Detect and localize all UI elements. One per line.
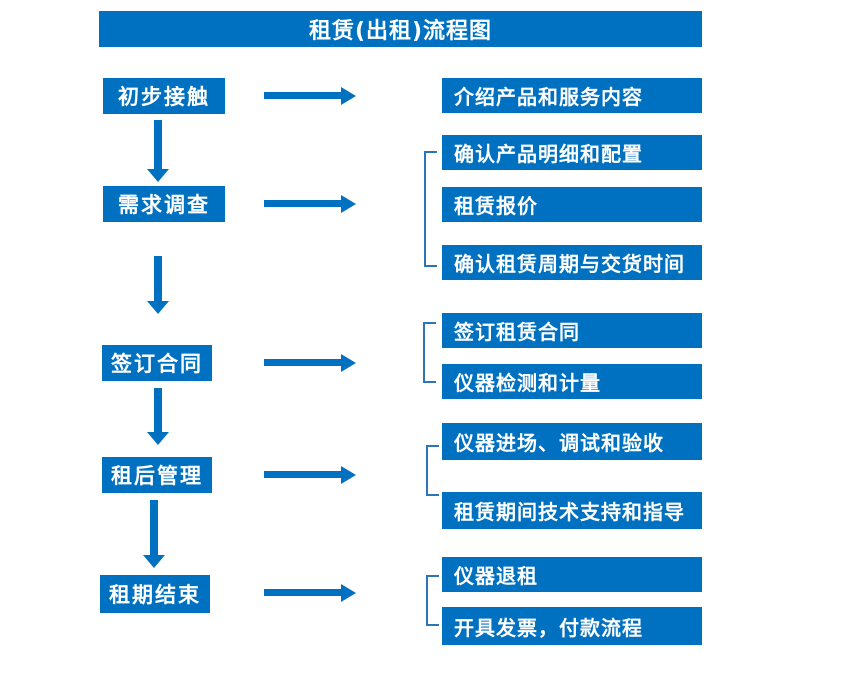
down-arrow-head [147, 301, 169, 314]
group-bracket-rental-end [426, 575, 439, 626]
right-arrow-head [341, 466, 356, 484]
group-bracket-sign-contract [423, 322, 436, 383]
step-box-rental-end: 租期结束 [100, 575, 210, 613]
output-box-instrument-entry-acceptance: 仪器进场、调试和验收 [442, 423, 702, 460]
down-arrow-shaft [154, 120, 162, 169]
output-box-confirm-rental-period: 确认租赁周期与交货时间 [442, 245, 702, 280]
right-arrow-icon [264, 354, 356, 372]
output-box-instrument-return: 仪器退租 [442, 557, 702, 592]
right-arrow-head [341, 354, 356, 372]
down-arrow-shaft [154, 256, 162, 301]
right-arrow-icon [264, 87, 356, 105]
right-arrow-shaft [264, 471, 342, 478]
output-box-invoice-payment: 开具发票，付款流程 [442, 607, 702, 645]
down-arrow-head [147, 432, 169, 445]
right-arrow-head [341, 584, 356, 602]
output-box-introduce-products: 介绍产品和服务内容 [442, 78, 702, 113]
flowchart-title: 租赁(出租)流程图 [99, 11, 702, 47]
right-arrow-head [341, 195, 356, 213]
down-arrow-head [147, 169, 169, 182]
down-arrow-icon [147, 256, 169, 314]
right-arrow-shaft [264, 92, 342, 99]
output-box-sign-rental-contract: 签订租赁合同 [442, 313, 702, 348]
down-arrow-shaft [154, 388, 162, 432]
right-arrow-shaft [264, 200, 342, 207]
down-arrow-shaft [150, 500, 158, 555]
output-box-rental-quote: 租赁报价 [442, 187, 702, 222]
output-box-confirm-product-details: 确认产品明细和配置 [442, 135, 702, 170]
output-box-instrument-testing: 仪器检测和计量 [442, 364, 702, 399]
right-arrow-icon [264, 195, 356, 213]
step-box-post-rental-management: 租后管理 [102, 457, 212, 493]
output-box-tech-support: 租赁期间技术支持和指导 [442, 492, 702, 529]
down-arrow-icon [147, 388, 169, 445]
down-arrow-icon [147, 120, 169, 182]
right-arrow-head [341, 87, 356, 105]
group-bracket-demand-survey [424, 151, 437, 267]
right-arrow-shaft [264, 589, 342, 596]
right-arrow-icon [264, 466, 356, 484]
down-arrow-icon [143, 500, 165, 568]
group-bracket-post-rental [426, 445, 439, 496]
right-arrow-shaft [264, 359, 342, 366]
step-box-demand-survey: 需求调查 [103, 186, 225, 222]
down-arrow-head [143, 555, 165, 568]
step-box-sign-contract: 签订合同 [102, 345, 212, 381]
step-box-initial-contact: 初步接触 [103, 78, 225, 114]
right-arrow-icon [264, 584, 356, 602]
